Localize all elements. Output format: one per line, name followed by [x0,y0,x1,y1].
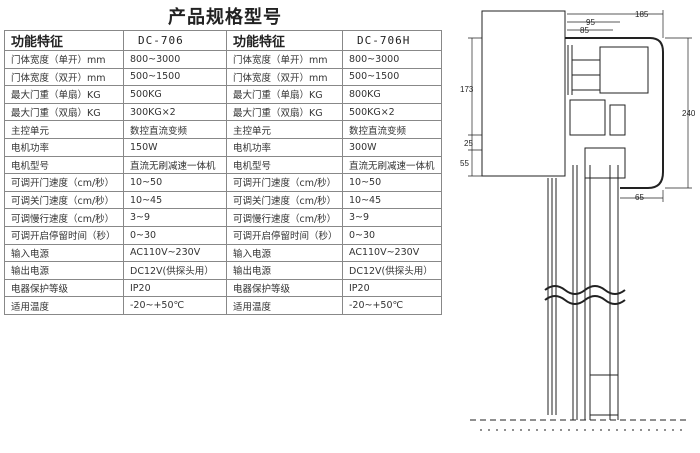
dc706h-value: 10~45 [342,190,442,210]
feature-label: 可调慢行速度（cm/秒） [226,208,343,227]
feature-label: 输入电源 [4,243,124,263]
dc706h-value: 0~30 [342,225,442,245]
feature-label: 门体宽度（双开）mm [226,67,343,87]
dc706-value: 500~1500 [123,67,227,87]
feature-label: 门体宽度（单开）mm [226,50,343,69]
feature-label: 电器保护等级 [4,278,124,298]
dc706-value: 10~45 [123,190,227,210]
dc706-value: DC12V(供探头用） [123,261,227,280]
feature-label: 主控单元 [226,120,343,139]
feature-label: 可调关门速度（cm/秒） [4,190,124,210]
dc706-value: 300KG×2 [123,102,227,122]
feature-label: 电器保护等级 [226,278,343,298]
dim-65: 65 [635,193,644,202]
feature-label: 可调开启停留时间（秒） [4,225,124,245]
dc706h-value: 3~9 [342,208,442,227]
dc706h-value: IP20 [342,278,442,298]
dc706-value: 3~9 [123,208,227,227]
carriage [584,147,626,179]
header-model-dc706h: DC-706H [342,30,442,51]
wall-block [481,10,566,177]
feature-label: 电机型号 [226,155,343,175]
dc706-value: 数控直流变频 [123,120,227,139]
page-title: 产品规格型号 [168,7,282,28]
dim-55: 55 [460,159,469,168]
feature-label: 最大门重（双扇）KG [226,102,343,122]
feature-label: 输出电源 [4,261,124,280]
dim-85: 85 [580,26,589,35]
feature-label: 可调慢行速度（cm/秒） [4,208,124,227]
dc706-value: 0~30 [123,225,227,245]
feature-label: 最大门重（双扇）KG [4,102,124,122]
dc706h-value: 直流无刷减速一体机 [342,155,442,175]
feature-label: 输出电源 [226,261,343,280]
dc706-value: 150W [123,137,227,157]
dc706h-value: -20~+50℃ [342,296,442,315]
feature-label: 适用温度 [226,296,343,315]
feature-label: 电机功率 [226,137,343,157]
feature-label: 最大门重（单扇）KG [226,85,343,104]
dc706h-value: AC110V~230V [342,243,442,263]
dc706-value: AC110V~230V [123,243,227,263]
dc706h-value: 数控直流变频 [342,120,442,139]
feature-label: 电机型号 [4,155,124,175]
feature-label: 可调关门速度（cm/秒） [226,190,343,210]
header-feature: 功能特征 [4,30,124,51]
dim-240: 240 [682,109,696,118]
door-operator-section-drawing: 185 95 85 173 240 25 55 65 [460,10,696,431]
feature-label: 输入电源 [226,243,343,263]
dc706-value: 直流无刷减速一体机 [123,155,227,175]
dc706-value: 500KG [123,85,227,104]
dc706-value: -20~+50℃ [123,296,227,315]
door-bottom [589,374,619,416]
dc706h-value: 500KG×2 [342,102,442,122]
table-row: 电机型号直流无刷减速一体机电机型号直流无刷减速一体机 [4,155,442,175]
table-header: 功能特征 DC-706 功能特征 DC-706H [4,30,442,51]
feature-label: 可调开门速度（cm/秒） [4,173,124,192]
dc706-value: IP20 [123,278,227,298]
dc706h-value: 500~1500 [342,67,442,87]
dc706h-value: 300W [342,137,442,157]
motor-box [599,46,649,94]
dim-185: 185 [635,10,649,19]
dc706h-value: 800~3000 [342,50,442,69]
feature-label: 主控单元 [4,120,124,139]
header-feature: 功能特征 [226,30,343,51]
header-model-dc706: DC-706 [123,30,227,51]
dc706-value: 10~50 [123,173,227,192]
feature-label: 电机功率 [4,137,124,157]
table-row: 主控单元数控直流变频主控单元数控直流变频 [4,120,442,139]
feature-label: 可调开启停留时间（秒） [226,225,343,245]
feature-label: 门体宽度（单开）mm [4,50,124,69]
feature-label: 门体宽度（双开）mm [4,67,124,87]
header-profile [565,37,664,189]
feature-label: 适用温度 [4,296,124,315]
feature-label: 最大门重（单扇）KG [4,85,124,104]
dc706h-value: DC12V(供探头用） [342,261,442,280]
dc706h-value: 10~50 [342,173,442,192]
dc706h-value: 800KG [342,85,442,104]
dc706-value: 800~3000 [123,50,227,69]
dim-25: 25 [464,139,473,148]
feature-label: 可调开门速度（cm/秒） [226,173,343,192]
dim-173: 173 [460,85,474,94]
dim-95: 95 [586,18,595,27]
